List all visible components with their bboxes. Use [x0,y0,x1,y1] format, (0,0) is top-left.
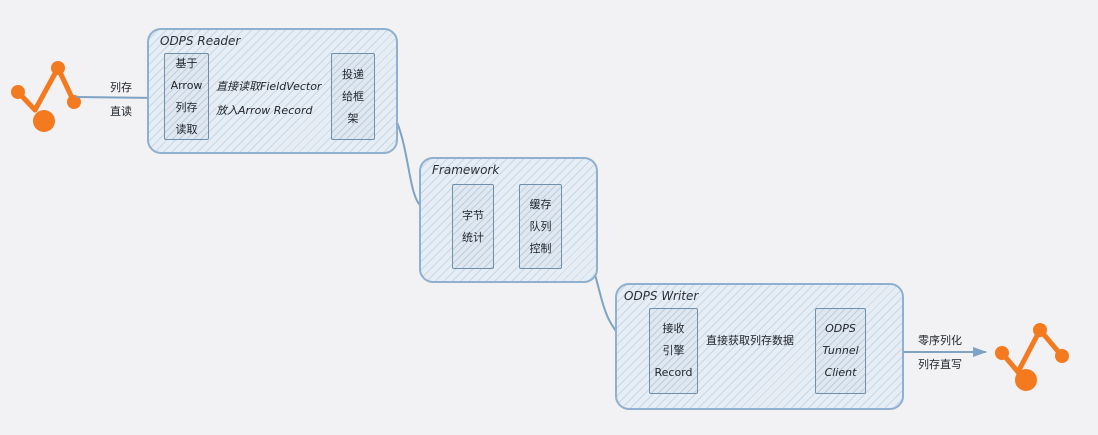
queue-control-node: 缓存 队列 控制 [519,184,562,269]
arrow-reader-node: 基于 Arrow 列存 读取 [164,53,209,140]
odps-writer-title: ODPS Writer [624,289,699,303]
engine-record-node: 接收 引擎 Record [649,308,698,394]
deliver-node-label: 投递 给框 架 [342,67,364,125]
framework-container [419,157,598,283]
source-node-icon [11,61,81,132]
byte-stats-label: 字节 统计 [462,208,484,244]
arrow-reader-node-label: 基于 Arrow 列存 读取 [170,56,203,136]
tunnel-client-label: ODPS Tunnel Client [822,322,859,379]
source-label: 列存 直读 [110,81,132,118]
deliver-to-framework-node: 投递 给框 架 [331,53,375,140]
odps-reader-title: ODPS Reader [160,34,241,48]
engine-record-label: 接收 引擎 Record [654,322,693,379]
framework-title: Framework [432,163,500,177]
reader-link-label: 直接读取FieldVector 放入Arrow Record [216,80,322,117]
writer-link-label: 直接获取列存数据 [706,334,794,347]
tunnel-client-node: ODPS Tunnel Client [815,308,866,394]
byte-stats-node: 字节 统计 [452,184,494,269]
sink-node-icon [995,323,1069,391]
sink-label: 零序列化 列存直写 [918,334,962,371]
queue-control-label: 缓存 队列 控制 [529,197,552,255]
